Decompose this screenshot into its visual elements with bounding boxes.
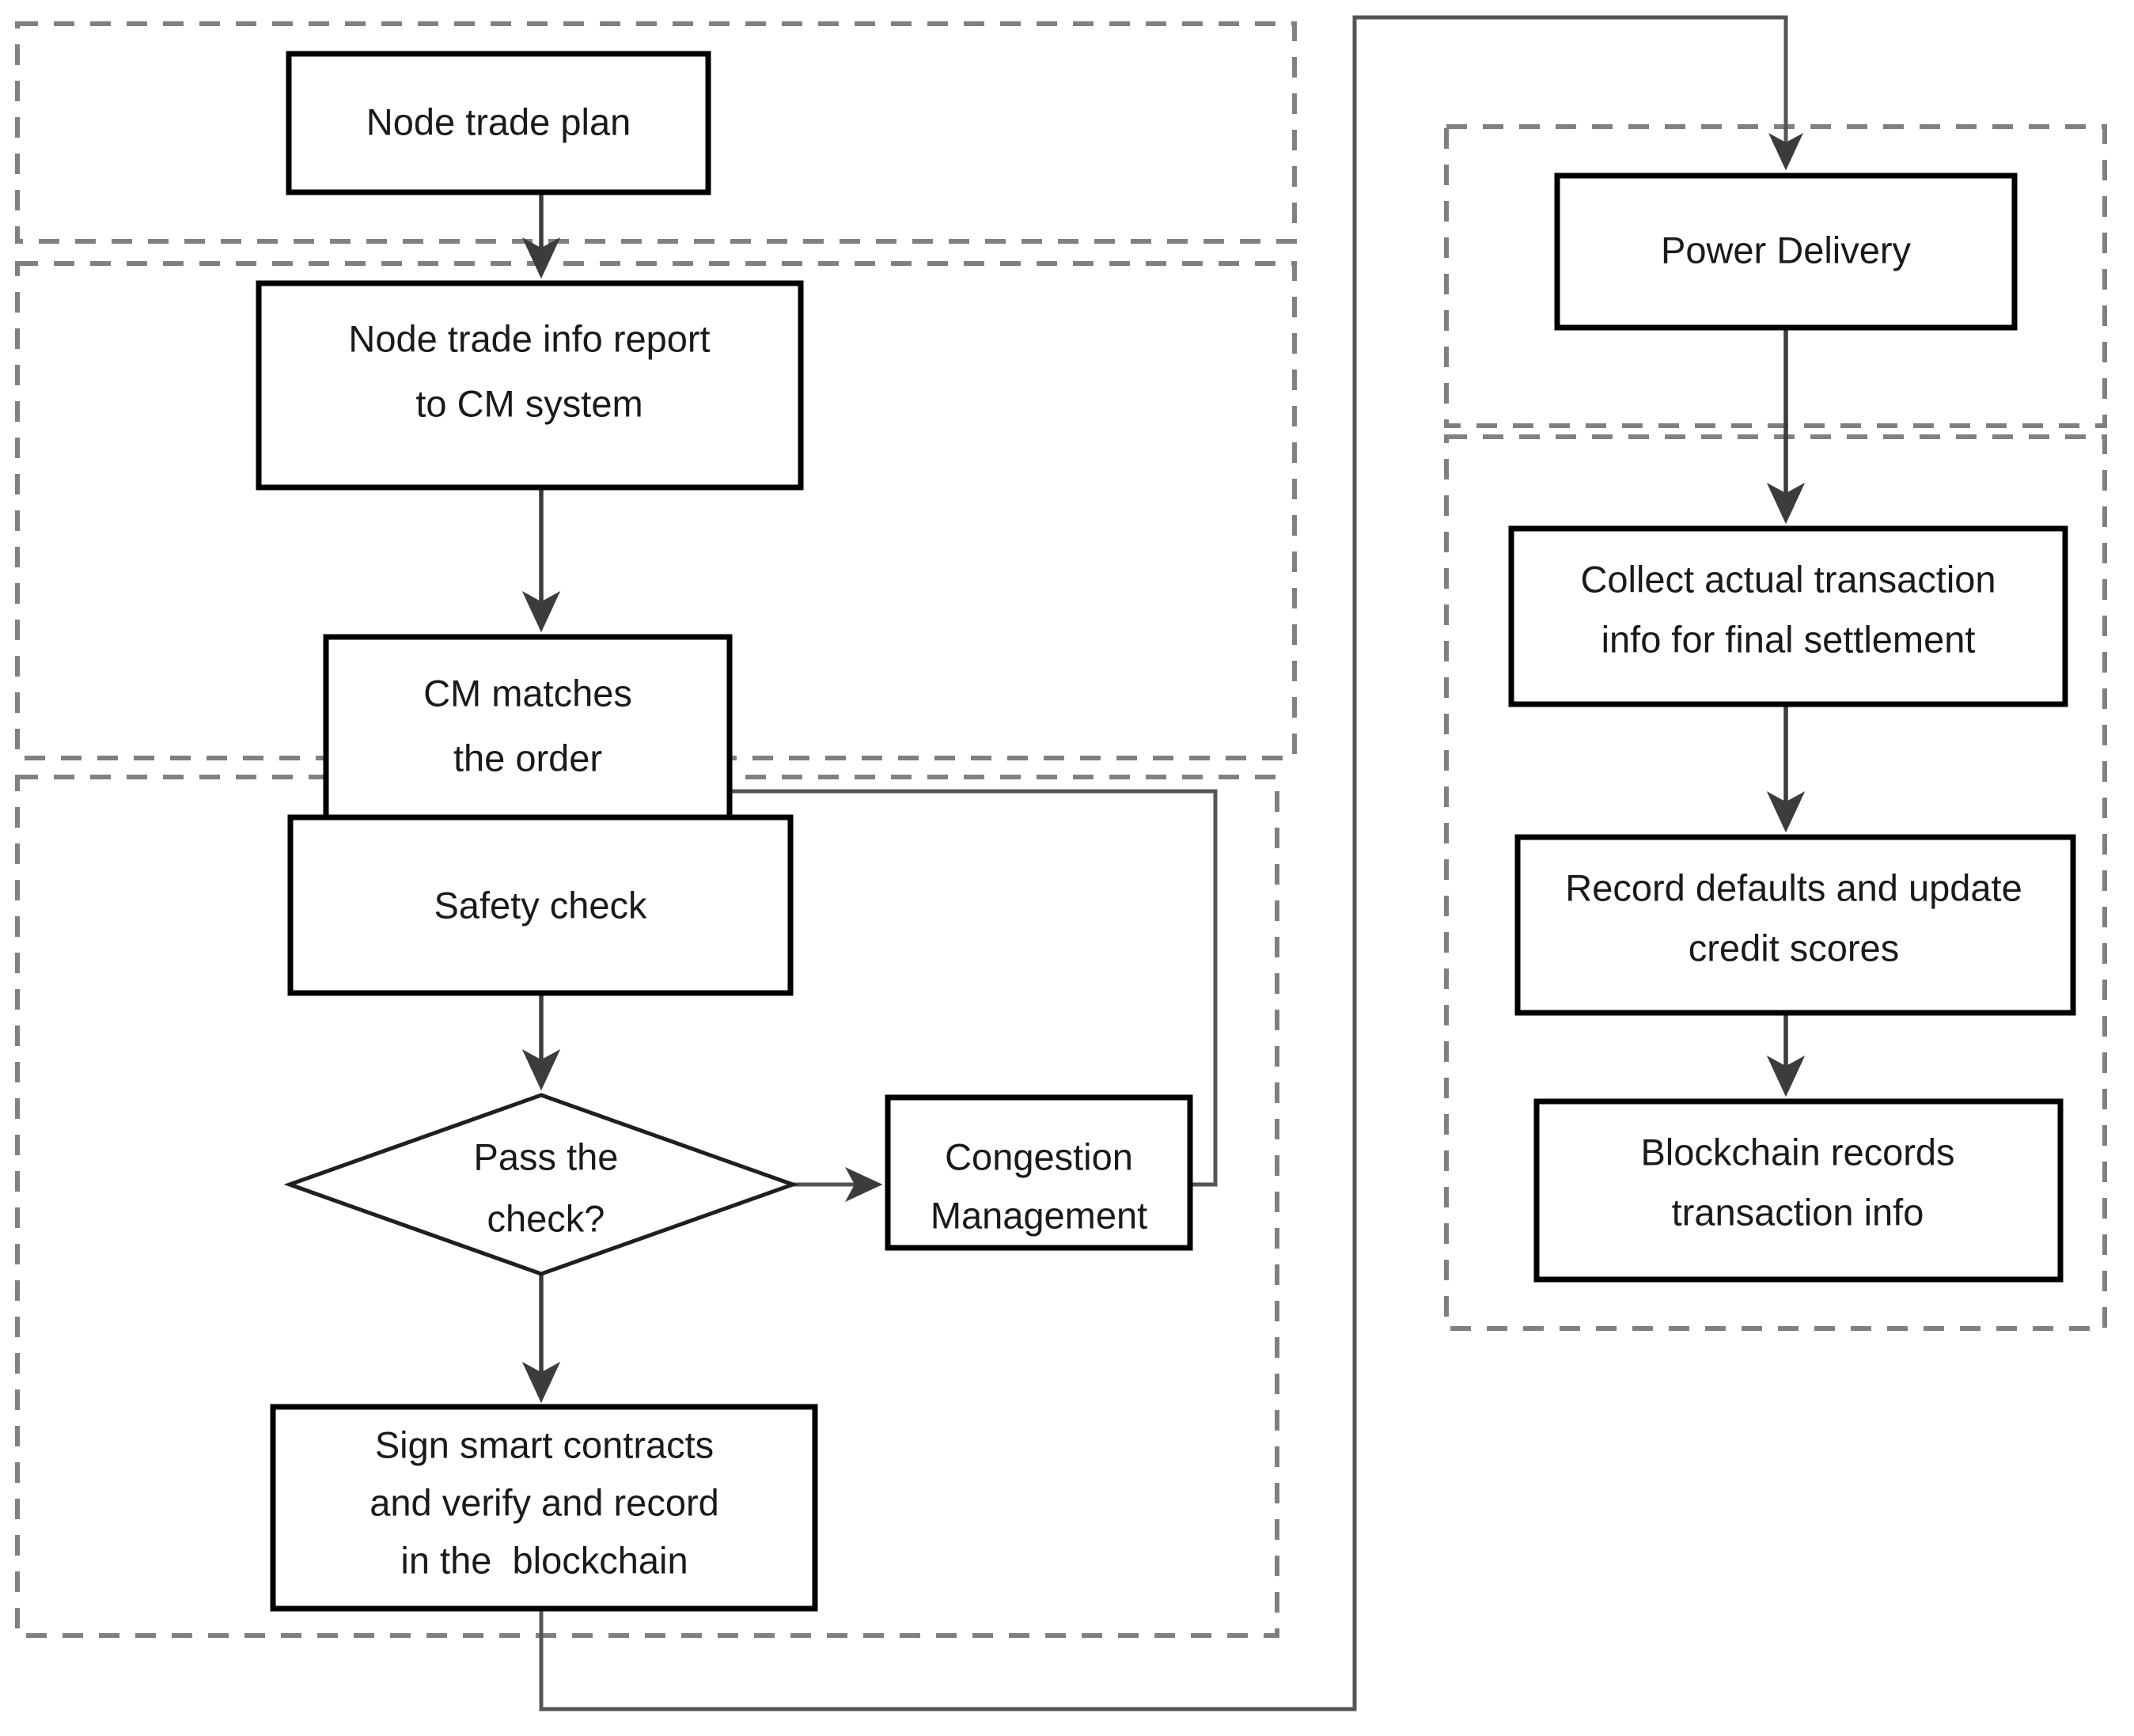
node-trade-plan-box[interactable] — [286, 51, 711, 195]
sign-smart-contracts-label-line3: in the blockchain — [400, 1539, 688, 1581]
sign-smart-contracts-box[interactable] — [270, 1404, 818, 1612]
safety-check-label: Safety check — [434, 884, 647, 926]
record-defaults-label-line1: Record defaults and update — [1565, 866, 2022, 908]
power-delivery-box[interactable] — [1554, 172, 2018, 331]
record-defaults-box[interactable] — [1514, 834, 2076, 1016]
cm-matches-order[interactable]: CM matches the order — [323, 634, 733, 847]
congestion-management[interactable]: Congestion Management — [885, 1094, 1193, 1251]
record-defaults[interactable]: Record defaults and update credit scores — [1514, 834, 2076, 1016]
node-trade-info-report-box[interactable] — [256, 280, 804, 491]
power-delivery-label: Power Delivery — [1661, 229, 1912, 271]
collect-actual-transaction-label-line1: Collect actual transaction — [1580, 558, 1996, 600]
collect-actual-transaction-box[interactable] — [1508, 525, 2068, 707]
node-trade-plan-label: Node trade plan — [366, 100, 631, 142]
pass-the-check[interactable]: Pass the check? — [283, 1093, 799, 1276]
pass-the-check-diamond[interactable] — [283, 1093, 799, 1276]
group-settlement — [1444, 434, 2107, 1331]
power-delivery[interactable]: Power Delivery — [1554, 172, 2018, 331]
connector-congestion-feedback-to-safety — [552, 774, 1218, 1187]
congestion-management-label-line1: Congestion — [945, 1135, 1133, 1177]
record-defaults-label-line2: credit scores — [1689, 927, 1899, 968]
congestion-management-label-line2: Management — [931, 1194, 1147, 1236]
cm-matches-order-label-line2: the order — [453, 737, 602, 779]
group-delivery — [1444, 124, 2107, 428]
sign-smart-contracts-label-line2: and verify and record — [370, 1481, 719, 1523]
collect-actual-transaction[interactable]: Collect actual transaction info for fina… — [1508, 525, 2068, 707]
blockchain-records-label-line2: transaction info — [1672, 1191, 1924, 1233]
sign-smart-contracts[interactable]: Sign smart contracts and verify and reco… — [270, 1404, 818, 1612]
group-plan — [15, 21, 1297, 244]
connector-sign-contracts-to-delivery — [539, 15, 1803, 1711]
collect-actual-transaction-label-line2: info for final settlement — [1601, 618, 1976, 660]
node-trade-info-report[interactable]: Node trade info report to CM system — [256, 280, 804, 491]
sign-smart-contracts-label-line1: Sign smart contracts — [375, 1423, 714, 1465]
pass-the-check-label-line1: Pass the — [474, 1135, 619, 1177]
blockchain-records[interactable]: Blockchain records transaction info — [1533, 1098, 2064, 1283]
blockchain-records-box[interactable] — [1533, 1098, 2064, 1283]
pass-the-check-label-line2: check? — [487, 1197, 605, 1239]
node-trade-plan[interactable]: Node trade plan — [286, 51, 711, 195]
cm-matches-order-label-line1: CM matches — [423, 672, 632, 714]
node-trade-info-report-label-line2: to CM system — [415, 382, 642, 424]
node-trade-info-report-label-line1: Node trade info report — [348, 317, 710, 359]
congestion-management-box[interactable] — [885, 1094, 1193, 1251]
blockchain-records-label-line1: Blockchain records — [1640, 1131, 1954, 1173]
safety-check-box[interactable] — [287, 814, 794, 996]
safety-check[interactable]: Safety check — [287, 814, 794, 996]
